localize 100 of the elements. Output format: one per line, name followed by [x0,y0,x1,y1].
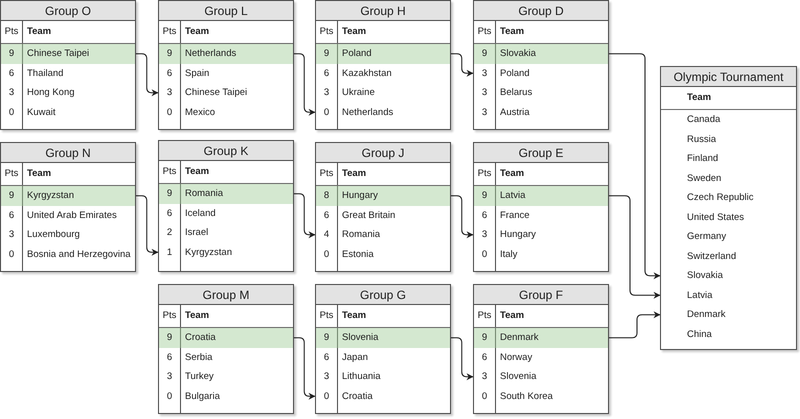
points-value: 9 [482,332,488,344]
team-name: Chinese Taipei [185,87,248,98]
points-value: 9 [324,48,330,60]
points-value: 6 [166,208,172,219]
team-name: Netherlands [185,48,236,60]
team-name: Denmark [500,332,539,344]
team-name: Norway [500,352,532,363]
highlighted-row [159,328,293,348]
team-name: Latvia [500,190,526,202]
points-value: 3 [166,87,172,98]
group-table [473,0,609,130]
team-name: Finland [687,153,718,164]
group-table [660,66,797,350]
points-value: 3 [8,87,14,98]
points-value: 0 [166,390,172,402]
group-title: Group F [519,288,563,302]
group-table [158,0,294,130]
column-header: Team [27,26,52,37]
team-name: France [500,210,530,221]
points-value: 0 [166,106,172,118]
points-value: 1 [166,246,172,258]
team-name: Hungary [500,229,536,240]
team-name: Poland [500,68,530,79]
points-value: 6 [324,352,330,363]
team-name: Lithuania [342,371,381,382]
team-name: United Arab Emirates [27,210,117,221]
team-name: Germany [687,231,726,242]
column-header: Pts [320,168,334,179]
team-name: Slovenia [500,371,536,382]
team-name: Spain [185,68,210,79]
team-name: Turkey [185,371,214,382]
highlighted-row [474,328,608,348]
arrow [134,53,159,96]
points-value: 6 [166,68,172,79]
team-name: Mexico [185,106,216,118]
team-name: Great Britain [342,210,396,221]
points-value: 9 [482,190,488,202]
team-name: Ukraine [342,87,375,98]
team-name: Sweden [687,172,722,184]
highlighted-row [316,44,450,64]
points-value: 9 [166,332,172,344]
team-name: Croatia [185,332,216,344]
group-title: Group K [204,144,248,158]
points-value: 9 [8,48,14,60]
team-name: Chinese Taipei [27,48,90,60]
points-value: 0 [482,248,488,260]
points-value: 6 [482,352,488,363]
highlighted-row [316,328,450,348]
team-name: Italy [500,248,518,260]
group-table [158,284,294,414]
group-table [0,0,136,130]
arrow [292,193,316,238]
team-name: Denmark [687,309,726,320]
column-header: Team [342,310,366,321]
team-name: China [687,328,712,340]
team-name: Austria [500,106,530,118]
column-header: Pts [4,168,18,179]
team-name: Serbia [185,352,212,363]
column-header: Pts [320,310,334,321]
group-title: Group G [360,288,406,302]
team-name: Switzerland [687,250,736,262]
arrow [134,195,159,256]
team-name: Slovakia [687,270,723,282]
group-table [315,0,451,130]
group-title: Group E [518,146,564,160]
team-name: Russia [687,134,716,145]
points-value: 0 [482,390,488,402]
group-table [473,142,609,272]
arrow [608,195,661,299]
team-name: Latvia [687,290,712,301]
column-header: Team [27,168,52,179]
team-name: Israel [185,227,208,238]
highlighted-row [474,44,608,64]
points-value: 3 [482,371,488,382]
column-header: Team [185,26,210,37]
group-table [158,140,294,272]
group-title: Group N [45,146,91,160]
group-table [315,142,451,272]
team-name: Japan [342,352,368,363]
points-value: 3 [482,87,488,98]
team-name: Croatia [342,390,373,402]
points-value: 6 [324,210,330,221]
team-name: Estonia [342,248,374,260]
column-header: Pts [162,26,176,37]
points-value: 9 [166,188,172,200]
arrow [450,53,474,77]
points-value: 6 [482,210,488,221]
points-value: 3 [166,371,172,382]
column-header: Pts [162,166,176,177]
highlighted-row [316,186,450,206]
team-name: Iceland [185,208,216,219]
column-header: Team [342,26,366,37]
team-name: Romania [342,229,380,240]
column-header: Team [500,26,524,37]
highlighted-row [1,186,135,206]
team-name: Slovakia [500,48,536,60]
points-value: 0 [8,106,14,118]
column-header: Pts [478,310,492,321]
group-title: Olympic Tournament [674,70,784,84]
points-value: 3 [8,229,14,240]
